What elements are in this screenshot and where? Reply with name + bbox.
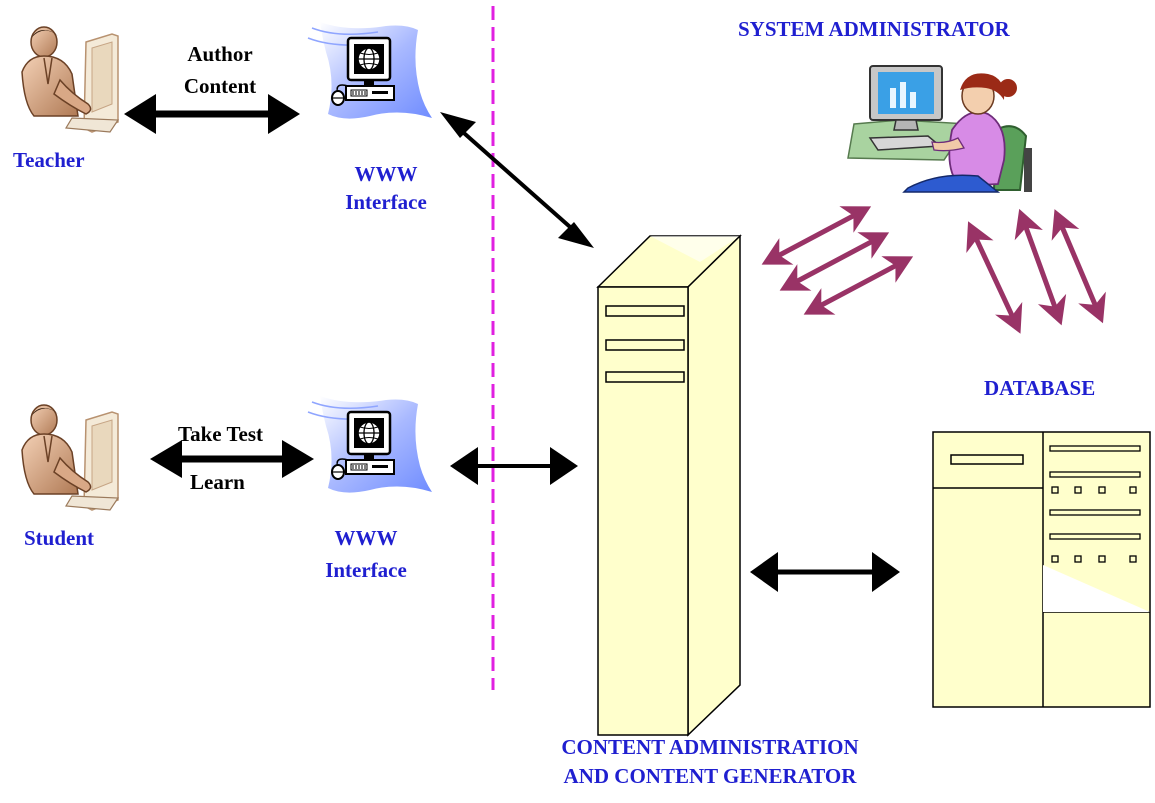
student-label: Student [24,526,95,550]
database-label: DATABASE [984,376,1096,400]
author-label: Author [187,42,253,66]
learn-label: Learn [190,470,245,494]
admin-database-arrows [954,203,1116,340]
www-server-arrow [440,112,594,248]
author-content-arrow [124,94,300,134]
take-test-label: Take Test [178,422,264,446]
www-interface-bottom-line1: WWW [334,526,398,550]
www-interface-top-line2: Interface [345,190,427,214]
globe-computer-icon [306,20,434,120]
person-at-computer-icon [21,404,119,511]
tower-server-icon [596,234,742,737]
system-administrator-label: SYSTEM ADMINISTRATOR [738,17,1010,41]
person-at-computer-icon [21,26,119,133]
woman-at-computer-icon [847,65,1032,193]
database-cabinet-icon [932,431,1151,708]
take-test-arrow [150,440,314,478]
admin-server-arrows [755,193,921,328]
content-label: Content [183,74,257,98]
www-interface-bottom-line2: Interface [325,558,407,582]
content-administration-label: CONTENT ADMINISTRATION [561,735,859,759]
www-server-arrow-bottom [450,447,578,485]
www-interface-top-line1: WWW [354,162,418,186]
globe-computer-icon [306,394,434,494]
teacher-label: Teacher [13,148,85,172]
content-generator-label: AND CONTENT GENERATOR [563,764,857,788]
server-database-arrow [750,552,900,592]
